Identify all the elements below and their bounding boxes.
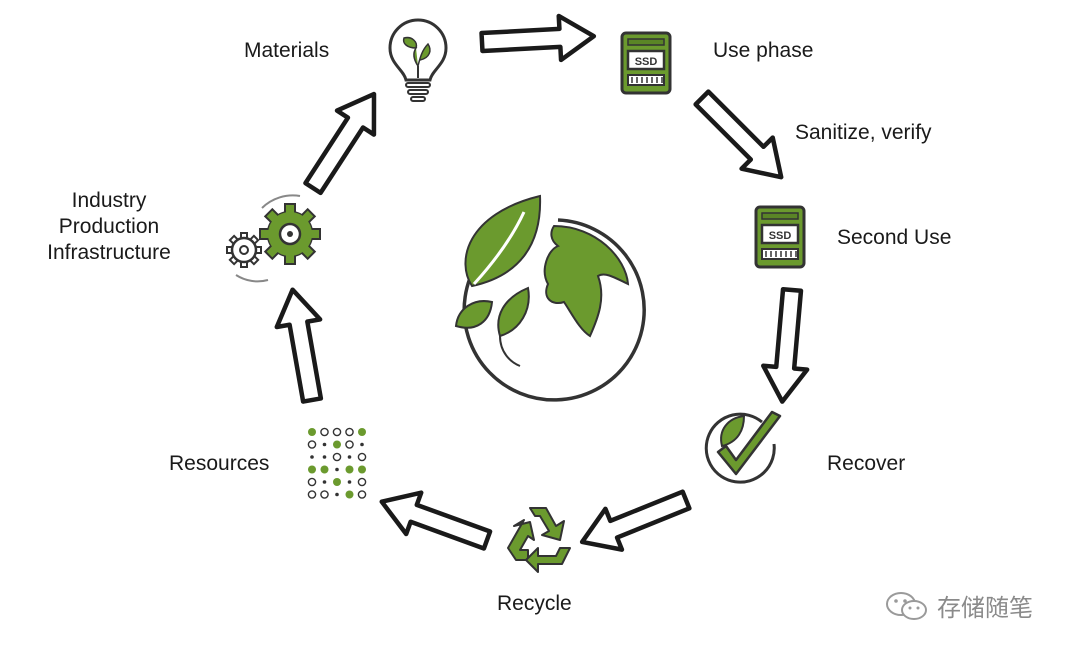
resource-dot bbox=[322, 455, 327, 459]
resource-dot bbox=[358, 465, 366, 474]
resource-dot bbox=[347, 480, 352, 484]
resource-dot bbox=[307, 440, 317, 449]
resource-dot bbox=[345, 465, 354, 474]
leaf-check-icon bbox=[704, 410, 782, 484]
ssd-text: SSD bbox=[769, 230, 792, 242]
label-second-use: Second Use bbox=[837, 226, 952, 249]
ssd-icon-use-phase: SSD bbox=[620, 31, 672, 95]
lightbulb-leaf-icon bbox=[388, 18, 448, 102]
resource-dot bbox=[322, 442, 327, 447]
recycle-icon bbox=[507, 507, 571, 573]
resource-dot bbox=[332, 452, 342, 462]
resource-dot bbox=[307, 477, 317, 487]
label-resources: Resources bbox=[169, 452, 270, 475]
ssd-text: SSD bbox=[635, 56, 658, 68]
resource-dot bbox=[333, 440, 341, 449]
resource-dot bbox=[358, 428, 366, 436]
label-sanitize-verify: Sanitize, verify bbox=[795, 121, 932, 144]
watermark: 存储随笔 bbox=[885, 588, 1033, 623]
resource-dot bbox=[347, 455, 352, 459]
label-infrastructure: Infrastructure bbox=[47, 241, 171, 264]
resource-dot bbox=[320, 490, 329, 499]
resource-dot bbox=[360, 442, 364, 447]
resource-dot bbox=[320, 465, 329, 474]
arrow-materials-to-use-phase bbox=[481, 14, 595, 64]
wechat-icon bbox=[886, 591, 927, 620]
label-industry-production-infrastructure: Industry Production Infrastructure bbox=[40, 188, 178, 266]
resource-dot bbox=[357, 477, 367, 487]
resource-dot bbox=[345, 427, 354, 437]
label-materials: Materials bbox=[244, 39, 330, 62]
label-recycle: Recycle bbox=[497, 592, 572, 615]
label-production: Production bbox=[58, 215, 160, 238]
arrow-recycle-to-resources bbox=[374, 481, 494, 561]
resource-dot bbox=[310, 455, 314, 459]
resource-dot bbox=[322, 480, 327, 484]
arrow-resources-to-industry bbox=[271, 286, 334, 404]
resource-dot bbox=[307, 490, 317, 499]
arrow-industry-to-materials bbox=[295, 82, 393, 200]
arrow-second-use-to-recover bbox=[760, 288, 814, 403]
ssd-icon-second-use: SSD bbox=[754, 205, 806, 269]
resource-dot bbox=[333, 478, 341, 486]
resource-dot bbox=[357, 490, 367, 499]
resource-dot bbox=[308, 428, 316, 436]
resource-dot bbox=[357, 452, 367, 462]
earth-leaves-icon bbox=[454, 194, 646, 402]
watermark-text: 存储随笔 bbox=[937, 594, 1033, 622]
gears-icon bbox=[226, 194, 321, 283]
label-recover: Recover bbox=[827, 452, 906, 475]
resource-dot bbox=[345, 490, 354, 499]
resource-dot bbox=[332, 427, 342, 437]
resource-dot bbox=[308, 465, 316, 474]
label-industry: Industry bbox=[71, 189, 147, 212]
arrow-use-phase-to-second-use bbox=[686, 82, 796, 192]
resource-dot bbox=[335, 467, 339, 472]
arrow-recover-to-recycle bbox=[574, 480, 694, 563]
resource-dot bbox=[345, 440, 354, 449]
resource-dot bbox=[335, 492, 339, 497]
label-use-phase: Use phase bbox=[713, 39, 814, 62]
resources-dots-icon bbox=[307, 427, 367, 499]
resource-dot bbox=[320, 427, 329, 437]
